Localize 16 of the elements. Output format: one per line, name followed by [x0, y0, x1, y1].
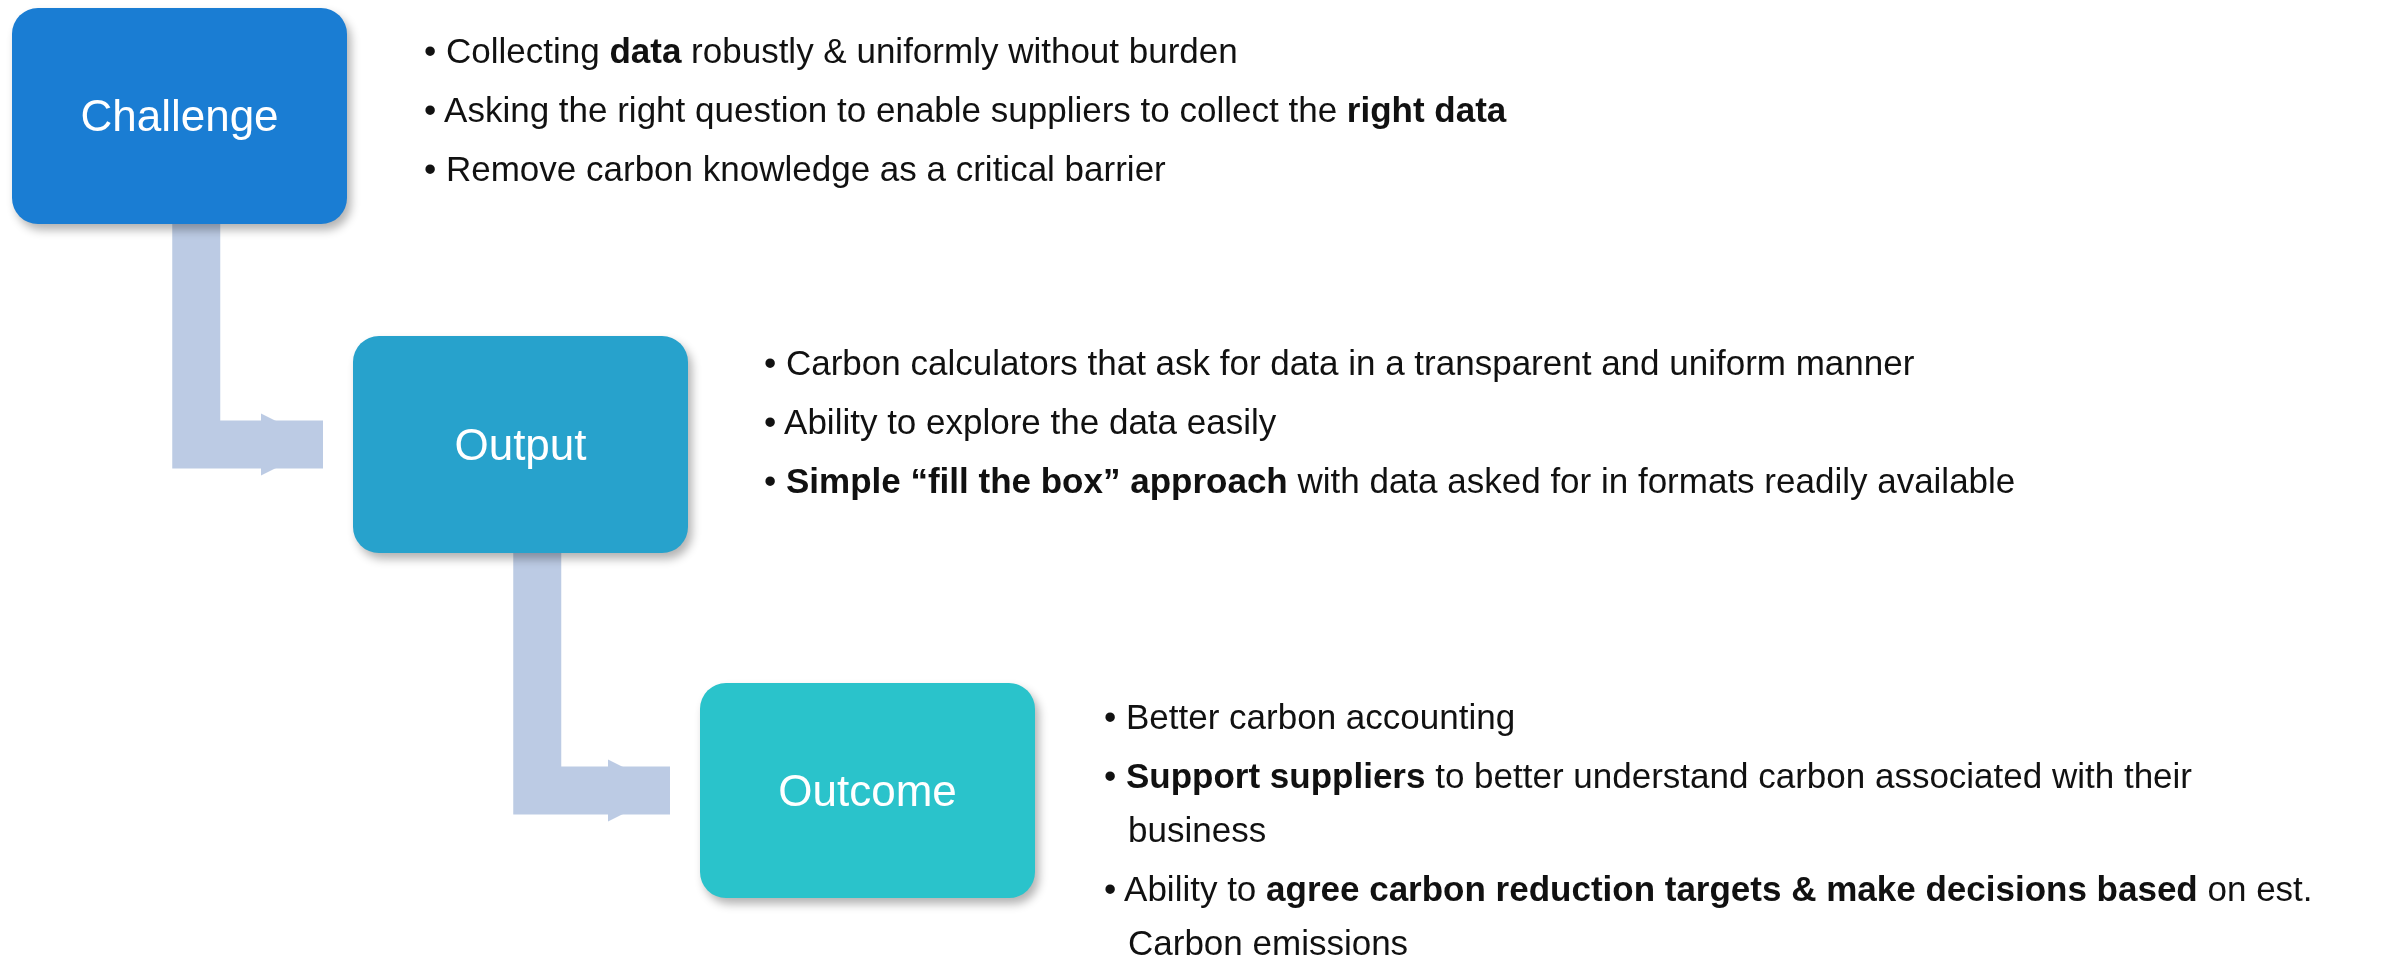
bullet-point: • Collecting data robustly & uniformly without burden: [424, 30, 1239, 72]
box-label: Challenge: [80, 91, 279, 141]
bent-arrow: [513, 553, 670, 822]
bent-arrow: [172, 224, 323, 476]
bullet-point: • Simple “fill the box” approach with data asked for in formats readily available: [764, 460, 2017, 502]
box-label: Outcome: [778, 765, 957, 816]
bullet-point: • Ability to agree carbon reduction targets & make decisions based on est. Carbon emissions: [1104, 868, 2314, 960]
bullet-point: • Asking the right question to enable suppliers to collect the right data: [424, 89, 1508, 131]
process-box: [353, 336, 688, 553]
process-box: [700, 683, 1035, 898]
bullet-point: • Carbon calculators that ask for data in a transparent and uniform manner: [764, 342, 1916, 384]
bullet-point: • Ability to explore the data easily: [764, 401, 1278, 443]
process-box: [12, 8, 347, 224]
bullet-point: • Remove carbon knowledge as a critical barrier: [424, 148, 1167, 190]
box-label: Output: [454, 419, 587, 470]
bullet-point: • Better carbon accounting: [1104, 696, 1517, 738]
